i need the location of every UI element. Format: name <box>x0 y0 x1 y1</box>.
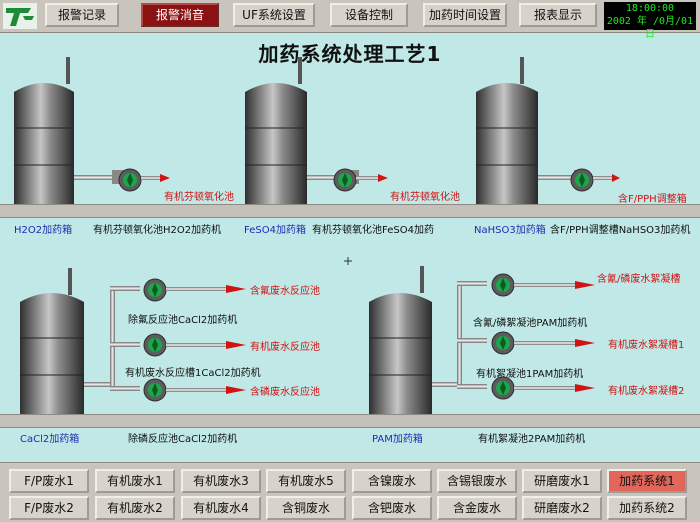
device-control-button[interactable]: 设备控制 <box>330 3 408 27</box>
pump-9[interactable] <box>491 376 515 400</box>
pump-label-5: 有机废水反应槽1CaCl2加药机 <box>125 368 261 379</box>
pump-6[interactable] <box>143 378 167 402</box>
pump-8[interactable] <box>491 331 515 355</box>
pump-label-1: 有机芬顿氧化池H2O2加药机 <box>93 225 222 236</box>
pump-4[interactable] <box>143 278 167 302</box>
outlet-arrow-6 <box>166 386 246 394</box>
pump-7[interactable] <box>491 273 515 297</box>
pump-label-4: 除氟反应池CaCl2加药机 <box>128 315 238 326</box>
nav-grinding-wastewater-1[interactable]: 研磨废水1 <box>522 469 602 493</box>
nav-dosing-system-2[interactable]: 加药系统2 <box>607 496 687 520</box>
clock-date: 2002 年 /0月/01日 <box>606 16 694 40</box>
outlet-arrow-5 <box>166 341 246 349</box>
report-display-button[interactable]: 报表显示 <box>519 3 597 27</box>
company-logo <box>3 3 37 29</box>
nav-tin-silver-wastewater[interactable]: 含锡银废水 <box>437 469 517 493</box>
target-label-2: 有机芬顿氧化池 <box>390 192 460 203</box>
nav-nickel-wastewater[interactable]: 含镍废水 <box>352 469 432 493</box>
target-label-5: 有机废水反应池 <box>250 342 320 353</box>
nav-fp-wastewater-2[interactable]: F/P废水2 <box>9 496 89 520</box>
tank-cacl2 <box>20 268 84 414</box>
target-label-9: 有机废水絮凝槽2 <box>608 386 685 397</box>
alarm-record-button[interactable]: 报警记录 <box>45 3 119 27</box>
tank-label-pam: PAM加药箱 <box>372 434 423 445</box>
pump-label-3: 含F/PPH调整槽NaHSO3加药机 <box>550 225 691 236</box>
outlet-arrow-3 <box>593 174 620 182</box>
target-label-6: 含磷废水反应池 <box>250 387 320 398</box>
pump-1[interactable] <box>112 168 142 192</box>
pump-label-7: 含氰/磷絮凝池PAM加药机 <box>473 318 588 329</box>
floor-lower <box>0 414 700 428</box>
uf-settings-button[interactable]: UF系统设置 <box>233 3 315 27</box>
nav-organic-wastewater-5[interactable]: 有机废水5 <box>266 469 346 493</box>
nav-grinding-wastewater-2[interactable]: 研磨废水2 <box>522 496 602 520</box>
bottom-navigation: F/P废水1 有机废水1 有机废水3 有机废水5 含镍废水 含锡银废水 研磨废水… <box>0 462 700 522</box>
tank-label-feso4: FeSO4加药箱 <box>244 225 306 236</box>
outlet-arrow-8 <box>514 339 595 347</box>
outlet-arrow-2 <box>356 174 388 182</box>
pump-label-9: 有机絮凝池2PAM加药机 <box>478 434 586 445</box>
nav-copper-wastewater[interactable]: 含铜废水 <box>266 496 346 520</box>
nav-fp-wastewater-1[interactable]: F/P废水1 <box>9 469 89 493</box>
crosshair-cursor <box>344 257 352 265</box>
pump-label-8: 有机絮凝池1PAM加药机 <box>476 369 584 380</box>
page-title: 加药系统处理工艺1 <box>258 42 442 66</box>
tank-feso4 <box>245 57 307 204</box>
pump-2[interactable] <box>333 168 359 192</box>
tank-label-cacl2: CaCl2加药箱 <box>20 434 80 445</box>
tank-label-h2o2: H2O2加药箱 <box>14 225 73 236</box>
dosing-time-button[interactable]: 加药时间设置 <box>423 3 507 27</box>
clock-time: 18:00:00 <box>625 3 675 14</box>
nav-organic-wastewater-2[interactable]: 有机废水2 <box>95 496 175 520</box>
outlet-arrow-9 <box>514 384 595 392</box>
outlet-arrow-4 <box>166 285 246 293</box>
target-label-1: 有机芬顿氧化池 <box>164 192 234 203</box>
nav-organic-wastewater-1[interactable]: 有机废水1 <box>95 469 175 493</box>
target-label-8: 有机废水絮凝槽1 <box>608 340 685 351</box>
alarm-mute-button[interactable]: 报警消音 <box>141 3 219 27</box>
nav-organic-wastewater-4[interactable]: 有机废水4 <box>181 496 261 520</box>
target-label-3: 含F/PPH调整箱 <box>618 194 687 205</box>
pump-label-6: 除磷反应池CaCl2加药机 <box>128 434 238 445</box>
target-label-4: 含氟废水反应池 <box>250 286 320 297</box>
nav-dosing-system-1[interactable]: 加药系统1 <box>607 469 687 493</box>
pump-label-2: 有机芬顿氧化池FeSO4加药 <box>312 225 434 236</box>
target-label-7: 含氰/磷废水絮凝槽 <box>597 274 681 285</box>
top-toolbar: 报警记录 报警消音 UF系统设置 设备控制 加药时间设置 报表显示 18:00:… <box>0 0 700 40</box>
outlet-arrow-7 <box>514 281 595 289</box>
pump-3[interactable] <box>570 168 594 192</box>
nav-organic-wastewater-3[interactable]: 有机废水3 <box>181 469 261 493</box>
pump-5[interactable] <box>143 333 167 357</box>
tank-pam <box>369 266 432 414</box>
floor-upper <box>0 204 700 218</box>
tank-label-nahso3: NaHSO3加药箱 <box>474 225 546 236</box>
outlet-arrow-1 <box>141 174 170 182</box>
tank-nahso3 <box>476 57 538 204</box>
clock-display: 18:00:00 2002 年 /0月/01日 <box>604 2 696 40</box>
nav-palladium-wastewater[interactable]: 含钯废水 <box>352 496 432 520</box>
nav-gold-wastewater[interactable]: 含金废水 <box>437 496 517 520</box>
tank-h2o2 <box>14 57 74 204</box>
